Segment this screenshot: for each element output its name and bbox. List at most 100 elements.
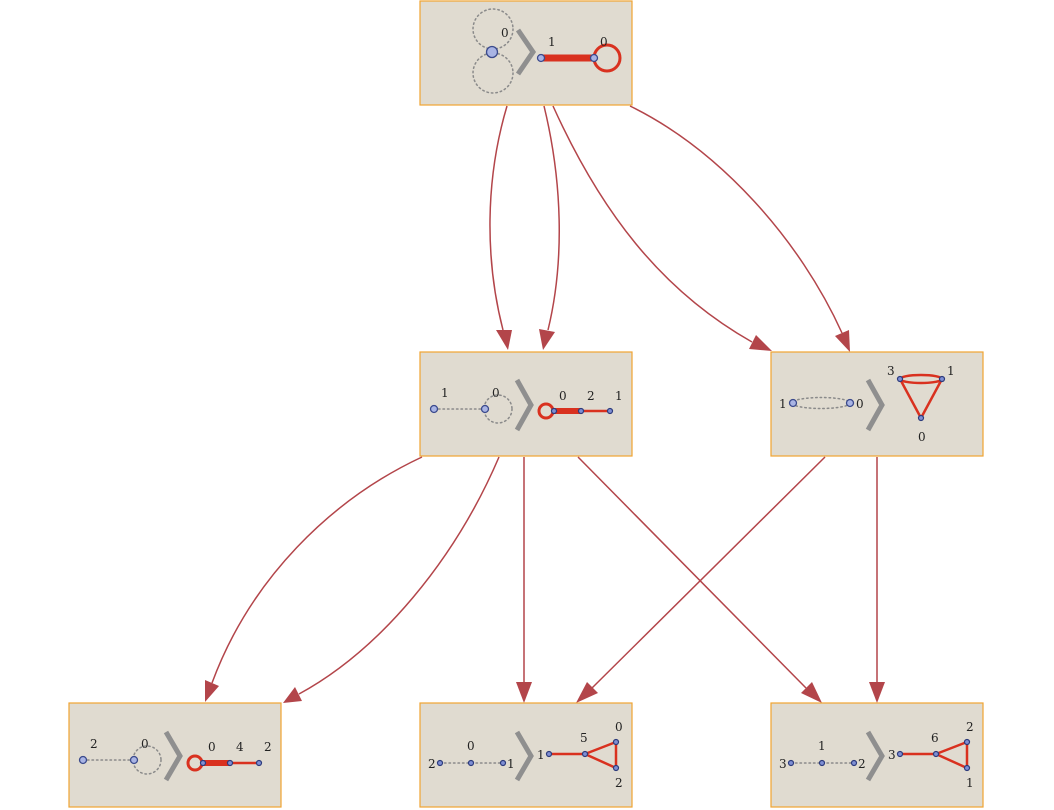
vertex-label: 6 xyxy=(931,731,939,745)
vertex xyxy=(255,759,263,767)
vertex-label: 2 xyxy=(615,776,623,790)
rule-arrow-chevron xyxy=(514,378,534,432)
arrowhead xyxy=(539,329,555,350)
self-loop xyxy=(132,745,162,775)
vertex-label: 1 xyxy=(779,397,787,411)
vertex xyxy=(932,750,940,758)
vertex xyxy=(963,764,971,772)
vertex xyxy=(850,759,858,767)
arrow-top-to-mid1-a xyxy=(489,105,508,331)
vertex-label: 1 xyxy=(548,35,556,49)
arrowhead xyxy=(283,687,302,703)
vertex xyxy=(606,407,614,415)
vertex xyxy=(963,738,971,746)
rule-arrow-chevron xyxy=(163,730,183,782)
vertex xyxy=(480,404,490,414)
arrowhead xyxy=(576,682,598,703)
arrowhead xyxy=(496,330,512,350)
node-box xyxy=(419,0,633,106)
arrowhead xyxy=(869,682,885,703)
arrow-mid1-to-bot1-b xyxy=(298,456,500,695)
vertex-label: 1 xyxy=(966,776,974,790)
vertex xyxy=(845,398,855,408)
rule-rhs: 1 0 xyxy=(536,35,622,73)
vertex xyxy=(577,407,585,415)
arrowhead xyxy=(205,680,219,702)
rule-arrow-chevron xyxy=(865,378,885,432)
node-bot3: 1 3 2 3 6 2 1 xyxy=(770,702,984,808)
edge xyxy=(583,740,618,756)
vertex-label: 0 xyxy=(141,737,149,751)
vertex xyxy=(467,759,475,767)
node-box xyxy=(419,351,633,457)
vertex xyxy=(589,53,599,63)
vertex xyxy=(938,375,946,383)
rule-rhs: 1 5 0 2 xyxy=(537,720,623,790)
rule-arrow-chevron xyxy=(865,730,885,782)
node-box xyxy=(770,351,984,457)
vertex xyxy=(536,53,546,63)
vertex xyxy=(545,750,553,758)
vertex-label: 0 xyxy=(467,739,475,753)
arrow-top-to-mid2-b xyxy=(629,105,843,334)
rule-rhs: 3 6 2 1 xyxy=(888,720,974,790)
vertex-label: 1 xyxy=(615,389,623,403)
vertex xyxy=(129,755,139,765)
vertex xyxy=(78,755,88,765)
rule-rhs: 3 1 0 xyxy=(887,364,955,444)
vertex-label: 0 xyxy=(559,389,567,403)
rule-arrow-chevron xyxy=(515,28,537,76)
vertex-label: 0 xyxy=(492,386,500,400)
vertex xyxy=(818,759,826,767)
vertex xyxy=(199,759,207,767)
arrowhead xyxy=(749,335,772,351)
vertex-label: 0 xyxy=(856,397,864,411)
vertex-label: 3 xyxy=(887,364,895,378)
edge xyxy=(934,740,969,756)
self-loop-lower xyxy=(472,52,514,94)
arrow-top-to-mid1-b xyxy=(543,105,560,331)
vertex-label: 1 xyxy=(507,757,515,771)
vertex xyxy=(581,750,589,758)
rule-lhs: 0 2 1 xyxy=(428,739,515,771)
rule-rhs: 0 2 1 xyxy=(537,389,623,420)
vertex xyxy=(612,764,620,772)
node-mid1: 1 0 0 2 1 xyxy=(419,351,633,457)
vertex-label: 5 xyxy=(580,731,588,745)
vertex xyxy=(436,759,444,767)
vertex-label: 1 xyxy=(537,748,545,762)
vertex xyxy=(429,404,439,414)
arrowhead xyxy=(835,330,850,352)
vertex xyxy=(896,750,904,758)
edge xyxy=(583,752,618,770)
vertex-label: 2 xyxy=(587,389,595,403)
edge xyxy=(934,752,969,770)
vertex-label: 1 xyxy=(947,364,955,378)
arrows xyxy=(205,105,885,703)
vertex-label: 4 xyxy=(236,740,244,754)
rule-arrow-chevron xyxy=(514,730,534,782)
vertex-label: 2 xyxy=(264,740,272,754)
vertex-label: 2 xyxy=(858,757,866,771)
vertex xyxy=(485,45,499,59)
rule-lhs: 1 3 2 xyxy=(779,739,866,771)
vertex-label: 0 xyxy=(615,720,623,734)
rule-rhs: 0 4 2 xyxy=(186,740,272,772)
node-top: 0 1 0 xyxy=(419,0,633,106)
node-mid2: 1 0 3 1 0 xyxy=(770,351,984,457)
vertex xyxy=(226,759,234,767)
vertex xyxy=(896,375,904,383)
vertex-label: 0 xyxy=(600,35,608,49)
node-box xyxy=(419,702,633,808)
vertex xyxy=(788,398,798,408)
rule-lhs: 1 0 xyxy=(429,386,513,424)
rule-lhs: 1 0 xyxy=(779,396,864,411)
arrow-top-to-mid2-a xyxy=(552,105,753,343)
node-box xyxy=(68,702,282,808)
edge xyxy=(919,377,944,420)
vertex xyxy=(612,738,620,746)
vertex xyxy=(499,759,507,767)
vertex-label: 2 xyxy=(428,757,436,771)
arrowhead xyxy=(516,682,532,703)
